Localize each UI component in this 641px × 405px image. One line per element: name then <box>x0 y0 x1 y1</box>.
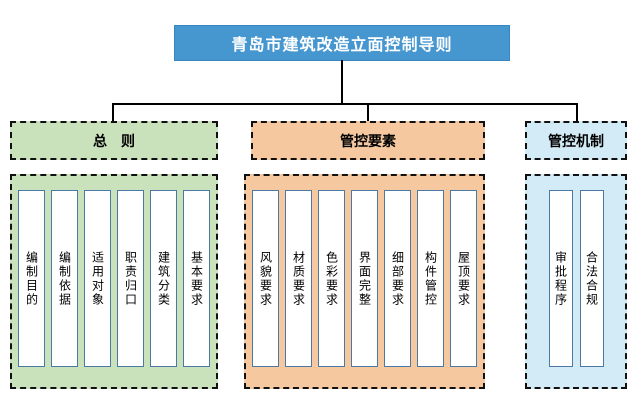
branch-header-elements: 管控要素 <box>251 121 485 160</box>
leaf-node: 基本要求 <box>183 190 210 367</box>
leaf-node: 界面完整 <box>351 190 378 367</box>
leaf-node: 细部要求 <box>384 190 411 367</box>
leaf-label: 合法合规 <box>584 250 599 307</box>
leaf-node: 风貌要求 <box>252 190 279 367</box>
branch-container-mechanism: 审批程序 合法合规 <box>525 174 627 389</box>
branch-header-elements-label: 管控要素 <box>340 132 396 149</box>
leaf-node: 建筑分类 <box>150 190 177 367</box>
branch-header-general: 总 则 <box>10 121 218 160</box>
leaf-label: 界面完整 <box>357 250 372 307</box>
leaf-node: 编制目的 <box>18 190 45 367</box>
leaf-label: 编制依据 <box>57 250 72 307</box>
leaf-label: 职责归口 <box>123 250 138 307</box>
leaf-label: 色彩要求 <box>324 250 339 307</box>
leaf-label: 屋顶要求 <box>456 250 471 307</box>
branch-header-general-label: 总 则 <box>93 132 135 149</box>
branch-header-mechanism-label: 管控机制 <box>548 132 604 149</box>
leaf-node: 编制依据 <box>51 190 78 367</box>
leaf-label: 风貌要求 <box>258 250 273 307</box>
root-node: 青岛市建筑改造立面控制导则 <box>174 25 510 61</box>
leaf-label: 审批程序 <box>553 250 568 307</box>
leaf-label: 构件管控 <box>423 250 438 307</box>
root-node-title: 青岛市建筑改造立面控制导则 <box>231 37 453 54</box>
leaf-label: 基本要求 <box>189 250 204 307</box>
leaf-label: 建筑分类 <box>156 250 171 307</box>
leaf-label: 细部要求 <box>390 250 405 307</box>
leaf-node: 合法合规 <box>579 190 604 367</box>
leaf-node: 职责归口 <box>117 190 144 367</box>
leaf-node: 适用对象 <box>84 190 111 367</box>
leaf-label: 材质要求 <box>291 250 306 307</box>
leaf-label: 编制目的 <box>24 250 39 307</box>
branch-container-general: 编制目的 编制依据 适用对象 职责归口 建筑分类 基本要求 <box>10 174 218 389</box>
leaf-node: 屋顶要求 <box>450 190 477 367</box>
branch-container-elements: 风貌要求 材质要求 色彩要求 界面完整 细部要求 构件管控 屋顶要求 <box>244 174 485 389</box>
leaf-node: 构件管控 <box>417 190 444 367</box>
leaf-node: 材质要求 <box>285 190 312 367</box>
leaf-label: 适用对象 <box>90 250 105 307</box>
leaf-node: 色彩要求 <box>318 190 345 367</box>
branch-header-mechanism: 管控机制 <box>525 121 627 160</box>
leaf-node: 审批程序 <box>548 190 573 367</box>
